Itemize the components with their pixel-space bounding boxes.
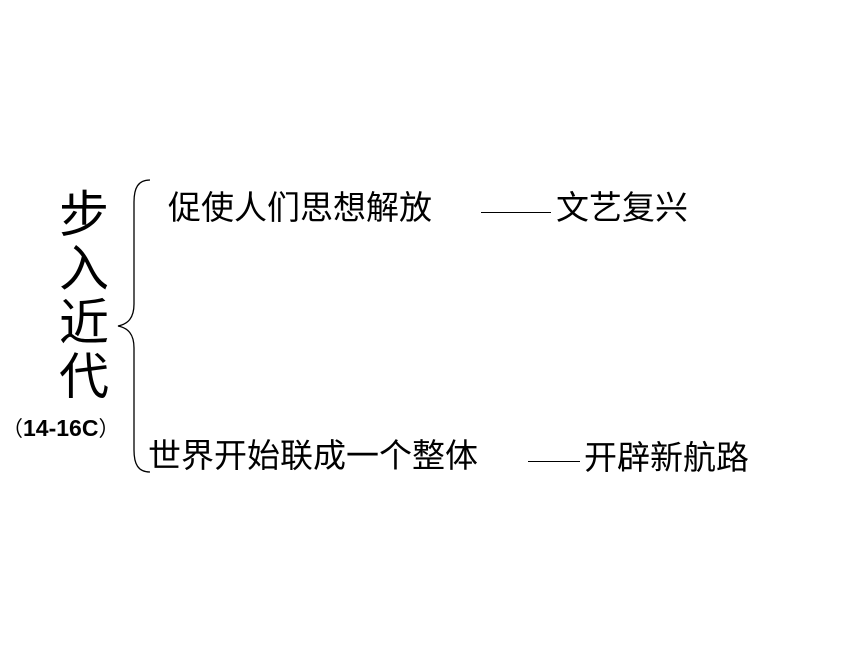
event-1: 文艺复兴	[556, 188, 688, 227]
cause-1: 促使人们思想解放	[168, 188, 432, 227]
topic-title-char: 代	[59, 348, 109, 406]
curly-brace	[117, 179, 151, 473]
topic-title: 步 入 近 代	[52, 188, 116, 404]
connector-line-2	[528, 461, 580, 462]
period-open-paren: （	[2, 417, 23, 441]
period-range: 14-16C	[23, 415, 99, 441]
topic-title-char: 步	[59, 186, 109, 244]
topic-title-char: 入	[59, 240, 109, 298]
period-label: （14-16C）	[2, 413, 119, 444]
cause-2: 世界开始联成一个整体	[148, 436, 478, 475]
period-close-paren: ）	[98, 417, 120, 441]
curly-brace-path	[117, 179, 151, 473]
topic-title-char: 近	[59, 294, 109, 352]
connector-line-1	[481, 212, 551, 213]
event-2: 开辟新航路	[584, 438, 749, 477]
